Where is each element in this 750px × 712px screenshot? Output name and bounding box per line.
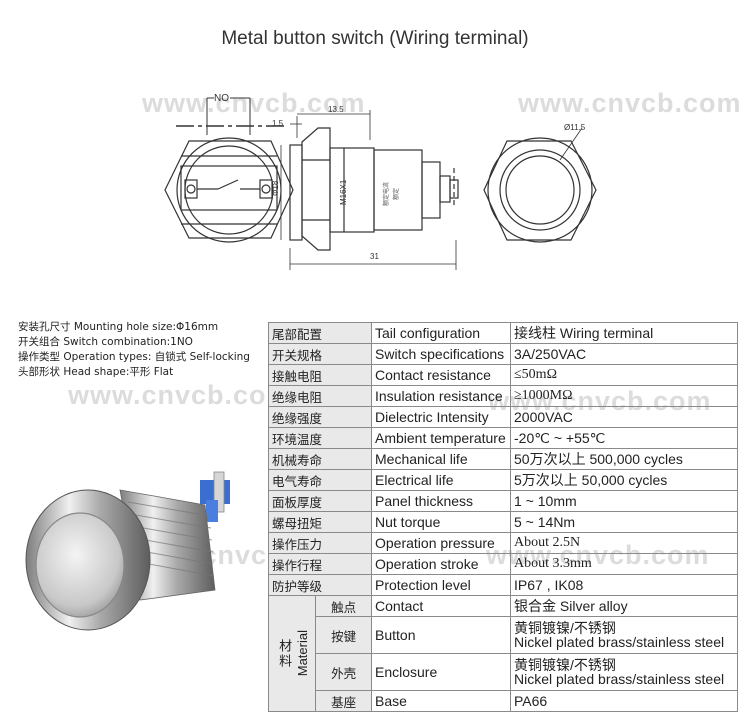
technical-drawing: NO 1.5 13.5 Φ18 M16X1 额定电流 额定 31 Ø11.5	[164, 93, 597, 270]
material-row-label-en: Base	[371, 690, 511, 712]
spec-switch-combination: 开关组合 Switch combination:1NO	[18, 336, 193, 348]
row-label-zh: 绝缘强度	[268, 406, 372, 428]
material-label-zh: 材料	[276, 638, 292, 669]
row-value: About 2.5N	[510, 532, 738, 554]
material-row-label-en: Enclosure	[371, 653, 511, 691]
row-value: About 3.3mm	[510, 553, 738, 575]
row-label-en: Nut torque	[371, 511, 511, 533]
row-value: 50万次以上 500,000 cycles	[510, 448, 738, 470]
row-value: 接线柱 Wiring terminal	[510, 322, 738, 344]
row-label-zh: 开关规格	[268, 343, 372, 365]
material-label-en: Material	[295, 630, 311, 677]
top-view-drawing	[483, 127, 597, 243]
row-label-en: Operation pressure	[371, 532, 511, 554]
material-row-label-zh: 外壳	[315, 653, 372, 691]
dim-1-5: 1.5	[272, 119, 284, 128]
left-specs: 安装孔尺寸 Mounting hole size:Φ16mm 开关组合 Swit…	[18, 320, 250, 380]
row-label-en: Switch specifications	[371, 343, 511, 365]
material-value-en: Nickel plated brass/stainless steel	[514, 671, 725, 687]
row-label-zh: 电气寿命	[268, 469, 372, 491]
material-row-label-zh: 按键	[315, 616, 372, 654]
material-row-value: PA66	[510, 690, 738, 712]
material-row-label-zh: 触点	[315, 595, 372, 617]
row-label-zh: 防护等级	[268, 574, 372, 596]
row-label-zh: 环境温度	[268, 427, 372, 449]
row-label-zh: 螺母扭矩	[268, 511, 372, 533]
row-label-zh: 操作行程	[268, 553, 372, 575]
material-row-label-en: Button	[371, 616, 511, 654]
watermark: www.cnvcb.com	[142, 88, 366, 118]
spec-operation-types: 操作类型 Operation types: 自锁式 Self-locking	[18, 351, 250, 363]
side-mark-1: 额定电流	[382, 182, 390, 206]
row-label-en: Insulation resistance	[371, 385, 511, 407]
label-no: NO	[214, 93, 229, 104]
material-row-value: 银合金 Silver alloy	[510, 595, 738, 617]
row-value: 5万次以上 50,000 cycles	[510, 469, 738, 491]
side-mark-2: 额定	[392, 188, 400, 200]
row-value: ≤50mΩ	[510, 364, 738, 386]
row-value: 2000VAC	[510, 406, 738, 428]
watermark: www.cnvcb.com	[68, 380, 292, 410]
row-label-zh: 操作压力	[268, 532, 372, 554]
watermark: www.cnvcb.com	[518, 88, 742, 118]
row-value: -20℃ ~ +55℃	[510, 427, 738, 449]
spec-mounting-hole: 安装孔尺寸 Mounting hole size:Φ16mm	[18, 321, 219, 333]
row-value: ≥1000MΩ	[510, 385, 738, 407]
row-label-en: Electrical life	[371, 469, 511, 491]
row-value: 5 ~ 14Nm	[510, 511, 738, 533]
dim-phi18: Φ18	[271, 180, 280, 196]
dim-31: 31	[370, 252, 379, 261]
row-label-zh: 机械寿命	[268, 448, 372, 470]
material-row-label-zh: 基座	[315, 690, 372, 712]
material-value-en: Nickel plated brass/stainless steel	[514, 634, 725, 650]
row-value: 1 ~ 10mm	[510, 490, 738, 512]
row-label-en: Panel thickness	[371, 490, 511, 512]
row-label-zh: 绝缘电阻	[268, 385, 372, 407]
row-label-en: Contact resistance	[371, 364, 511, 386]
row-label-en: Ambient temperature	[371, 427, 511, 449]
row-label-zh: 接触电阻	[268, 364, 372, 386]
side-view-drawing	[280, 110, 459, 270]
row-label-zh: 面板厚度	[268, 490, 372, 512]
dim-thread: M16X1	[339, 179, 348, 205]
row-label-en: Mechanical life	[371, 448, 511, 470]
row-label-en: Dielectric Intensity	[371, 406, 511, 428]
page-title: Metal button switch (Wiring terminal)	[221, 28, 529, 49]
material-value-zh: 黄铜镀镍/不锈钢	[514, 620, 616, 636]
dim-13-5: 13.5	[328, 105, 344, 114]
dim-phi11-5: Ø11.5	[564, 123, 586, 132]
row-label-en: Operation stroke	[371, 553, 511, 575]
row-value: IP67 , IK08	[510, 574, 738, 596]
spec-head-shape: 头部形状 Head shape:平形 Flat	[18, 366, 174, 378]
material-row-label-en: Contact	[371, 595, 511, 617]
row-label-zh: 尾部配置	[268, 322, 372, 344]
material-value-zh: 黄铜镀镍/不锈钢	[514, 657, 616, 673]
row-label-en: Protection level	[371, 574, 511, 596]
row-label-en: Tail configuration	[371, 322, 511, 344]
row-value: 3A/250VAC	[510, 343, 738, 365]
